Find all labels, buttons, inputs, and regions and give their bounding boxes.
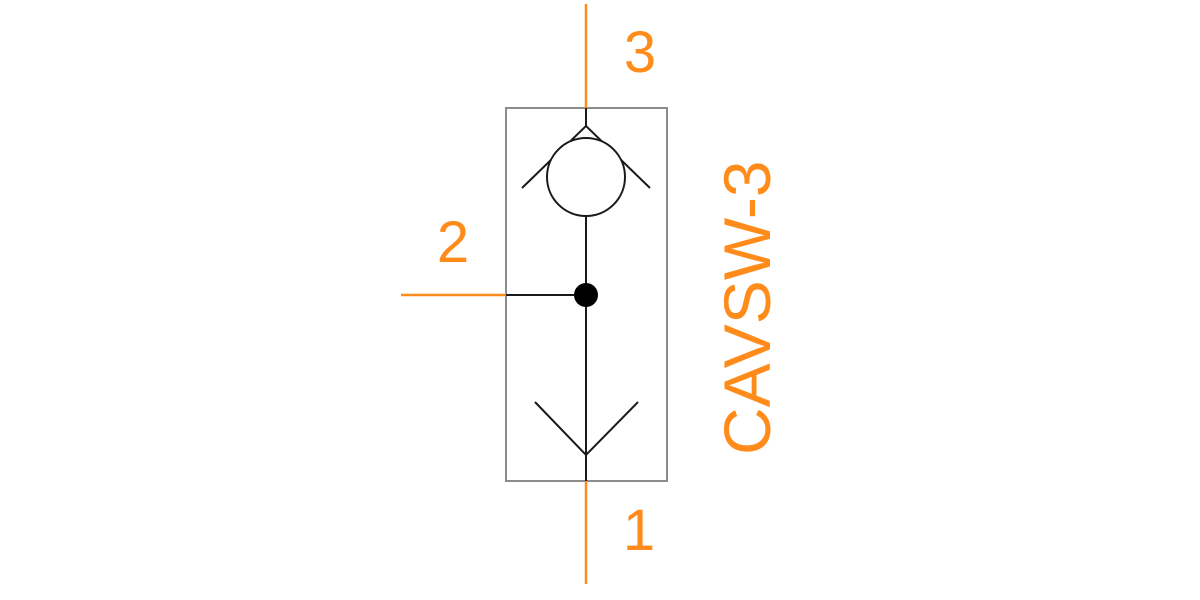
flow-chevron xyxy=(534,401,639,457)
port-1-label: 1 xyxy=(623,498,655,563)
check-valve-ball xyxy=(546,137,626,217)
junction-dot xyxy=(574,283,598,307)
check-valve-seat xyxy=(521,124,651,189)
port-2-label: 2 xyxy=(437,210,469,275)
part-number-label: CAVSW-3 xyxy=(710,160,784,455)
port-3-label: 3 xyxy=(624,20,656,85)
